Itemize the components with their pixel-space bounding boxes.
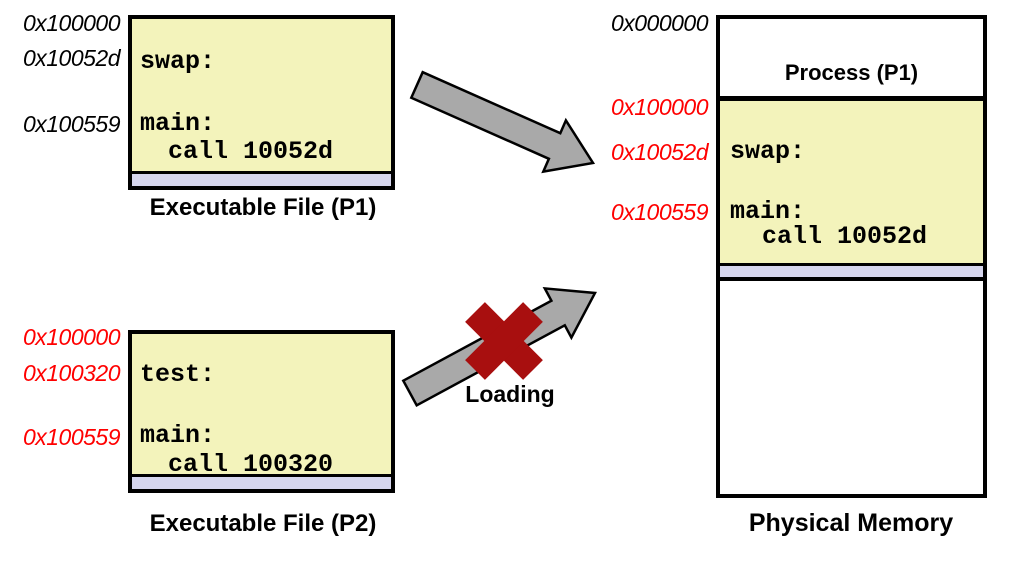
address-label: 0x10052d <box>22 45 121 71</box>
blocked-load-arrow-icon <box>401 286 597 407</box>
code-line: call 100320 <box>168 450 334 479</box>
free-memory-region <box>720 281 983 494</box>
address-label: 0x100559 <box>610 199 709 225</box>
code-line: test: <box>140 360 216 389</box>
segment-divider <box>720 277 983 281</box>
data-segment-strip <box>132 477 391 489</box>
cross-icon <box>465 302 543 380</box>
executable-file-p2-box: test: main: call 100320 <box>128 330 395 493</box>
address-label: 0x100559 <box>22 424 121 450</box>
physical-memory-box: Process (P1) swap: main: call 10052d <box>716 15 987 498</box>
executable-file-p1-label: Executable File (P1) <box>149 194 377 221</box>
code-line: main: <box>140 109 216 138</box>
executable-file-p1-box: swap: main: call 10052d <box>128 15 395 190</box>
address-label: 0x000000 <box>610 10 709 36</box>
data-segment-strip <box>132 174 391 186</box>
segment-divider <box>720 96 983 101</box>
code-line: main: <box>140 421 216 450</box>
segment-divider <box>132 474 391 477</box>
address-label: 0x100320 <box>22 360 121 386</box>
code-line: swap: <box>140 47 216 76</box>
loaded-code-segment <box>720 101 983 263</box>
loading-label: Loading <box>465 381 555 407</box>
process-p1-header: Process (P1) <box>784 60 919 85</box>
data-segment-strip <box>720 266 983 277</box>
address-label: 0x100000 <box>610 94 709 120</box>
physical-memory-label: Physical Memory <box>748 509 954 537</box>
code-line: call 10052d <box>168 137 334 166</box>
code-line: swap: <box>730 137 806 166</box>
code-line: call 10052d <box>762 222 928 251</box>
segment-divider <box>720 263 983 266</box>
address-label: 0x10052d <box>610 139 709 165</box>
address-label: 0x100000 <box>22 324 121 350</box>
segment-divider <box>132 171 391 174</box>
address-label: 0x100000 <box>22 10 121 36</box>
address-label: 0x100559 <box>22 111 121 137</box>
code-line: main: <box>730 197 806 226</box>
load-arrow-icon <box>409 70 596 174</box>
executable-file-p2-label: Executable File (P2) <box>149 510 377 537</box>
process-p1-region: Process (P1) <box>720 19 983 96</box>
